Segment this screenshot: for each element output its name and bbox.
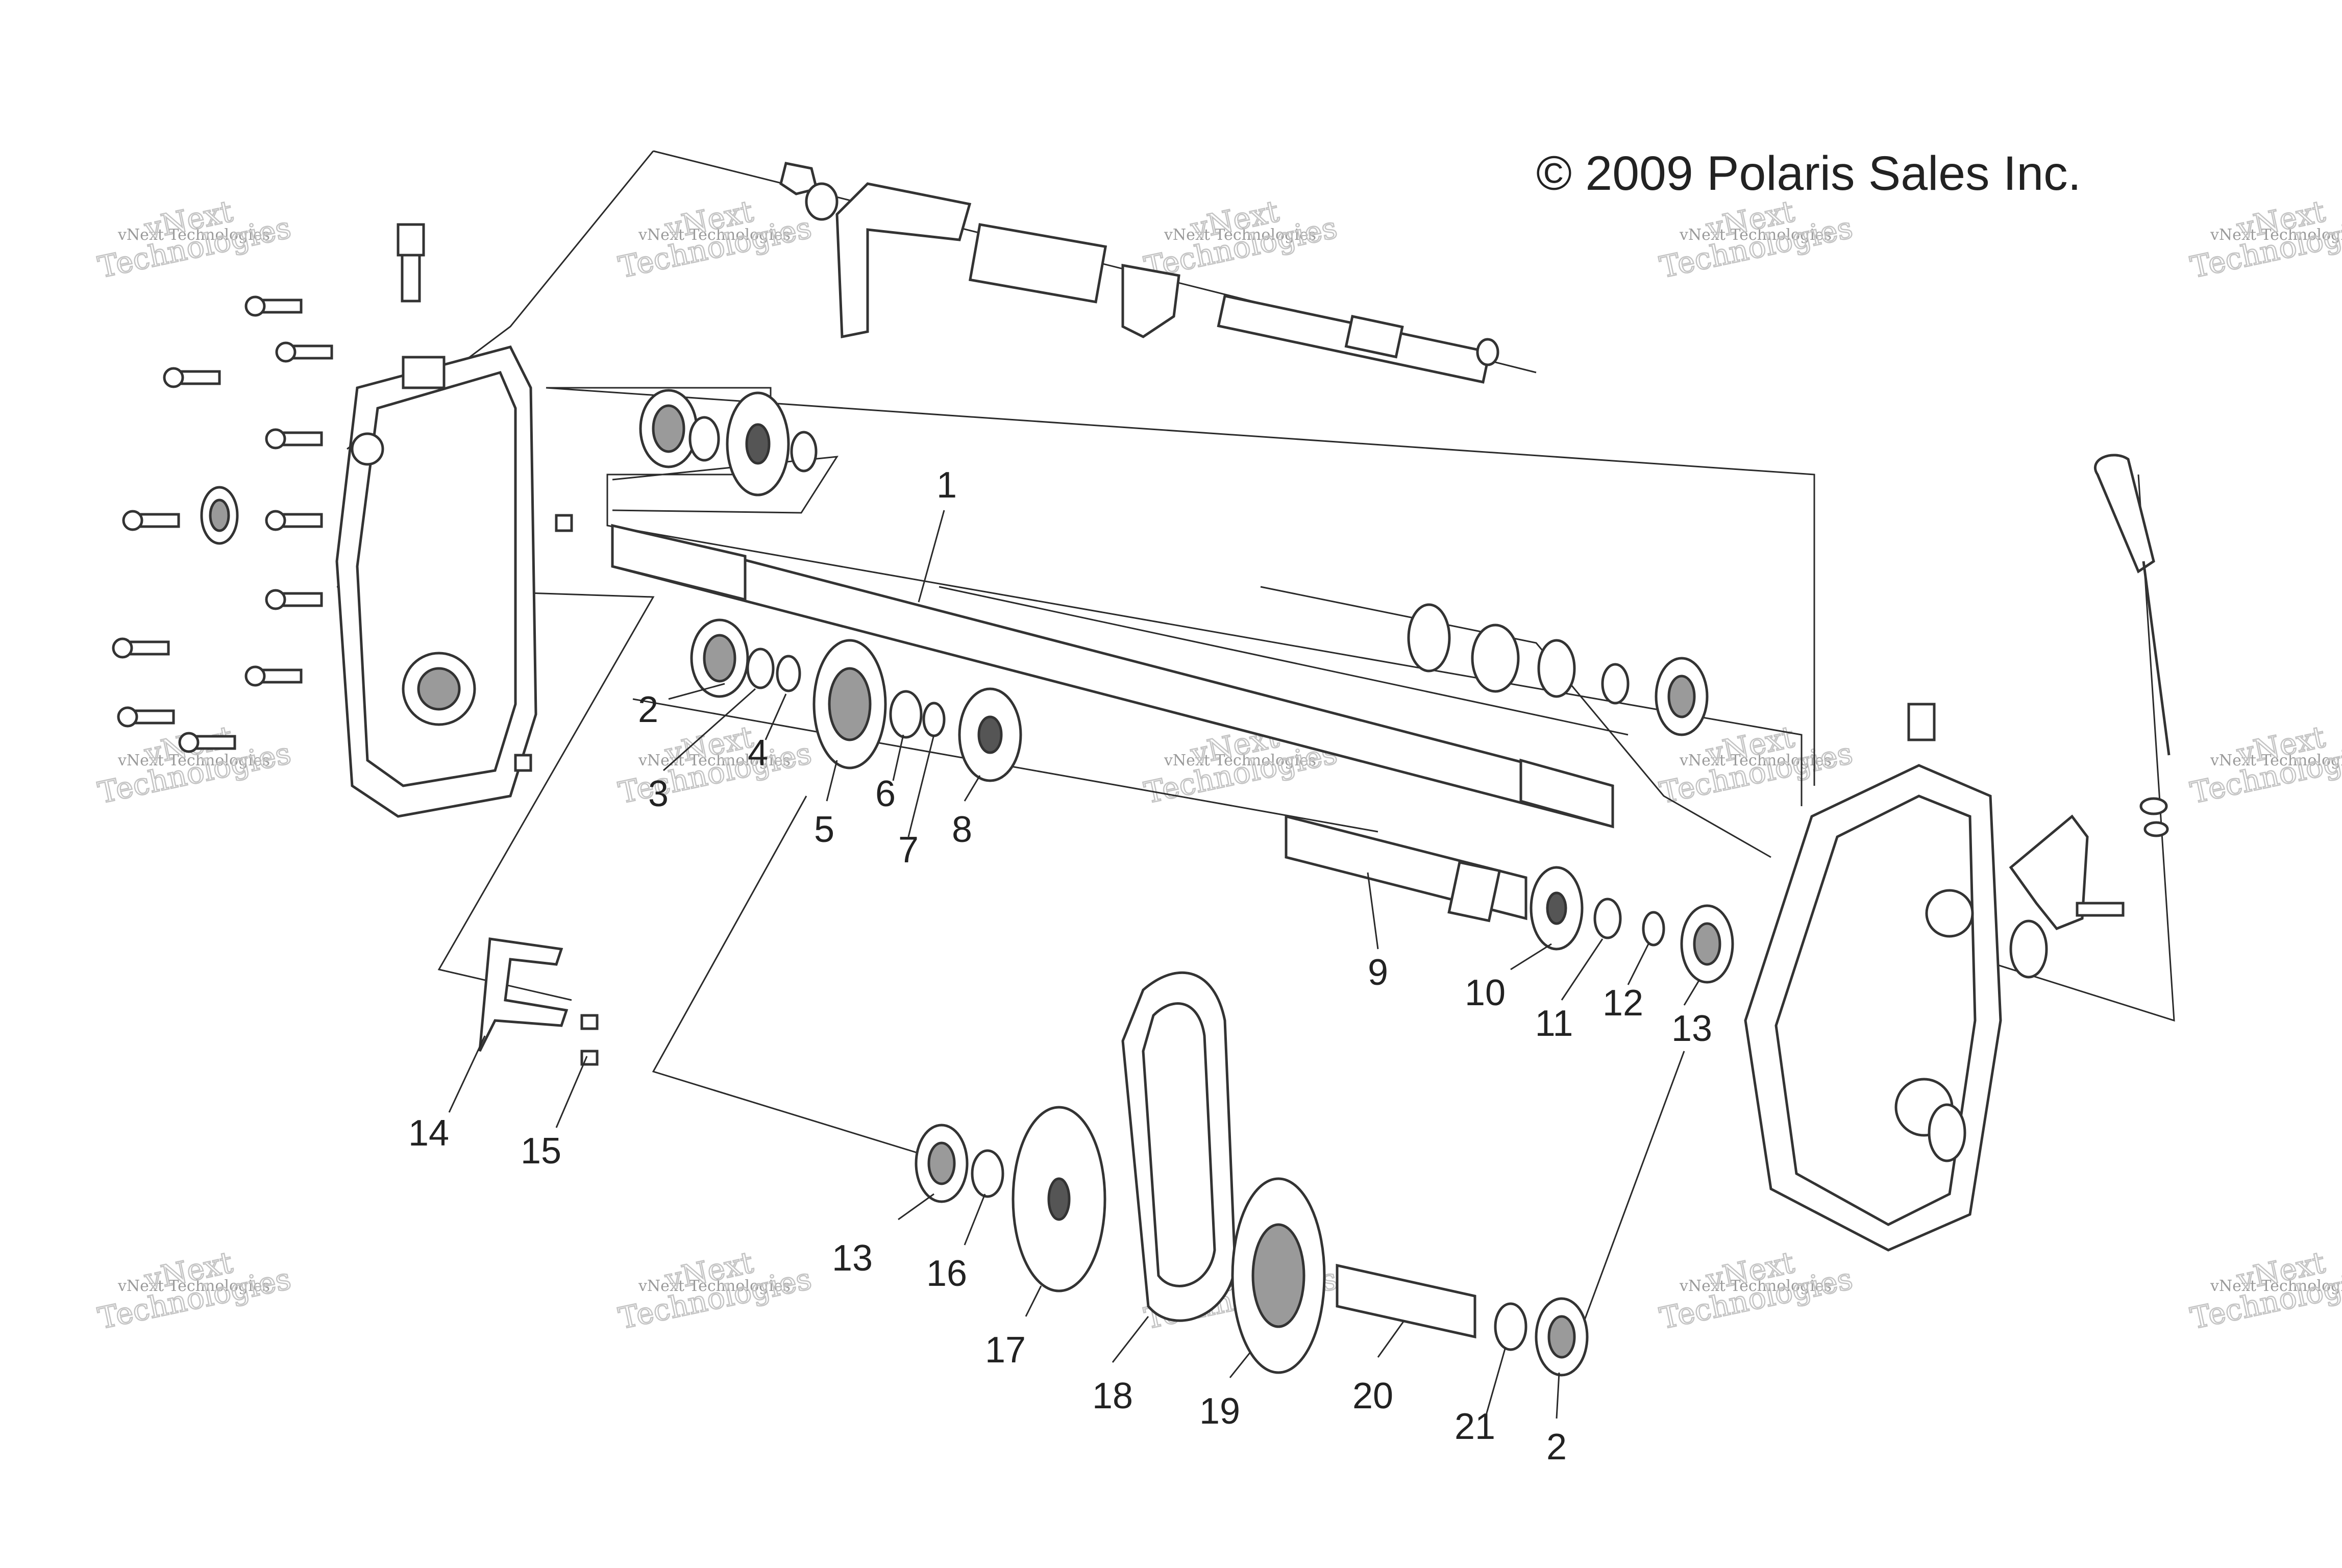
right-small-parts bbox=[1928, 454, 2171, 1162]
watermark-small-text: vNext Technologies bbox=[1164, 752, 1316, 769]
callout-label-3: 3 bbox=[648, 774, 669, 814]
upper-right-gear-stack bbox=[1407, 603, 1709, 736]
callout-label-13: 13 bbox=[832, 1238, 873, 1279]
callout-label-10: 10 bbox=[1465, 973, 1506, 1013]
watermark-small-text: vNext Technologies bbox=[1679, 226, 1832, 244]
callout-label-6: 6 bbox=[875, 774, 896, 814]
watermark-small-text: vNext Technologies bbox=[2210, 1277, 2342, 1295]
shaft-9-stack bbox=[1285, 814, 1734, 984]
callout-label-14: 14 bbox=[408, 1113, 449, 1154]
watermark-small-text: vNext Technologies bbox=[1679, 1277, 1832, 1295]
callout-label-20: 20 bbox=[1352, 1376, 1393, 1416]
callout-label-4: 4 bbox=[748, 733, 768, 774]
watermark-small-text: vNext Technologies bbox=[638, 752, 791, 769]
watermark-small-text: vNext Technologies bbox=[2210, 752, 2342, 769]
callout-label-11: 11 bbox=[1535, 1003, 1573, 1044]
watermark-small-text: vNext Technologies bbox=[1679, 752, 1832, 769]
right-case-housing bbox=[1744, 703, 2002, 1252]
callout-label-18: 18 bbox=[1092, 1376, 1133, 1416]
left-case-housing bbox=[335, 345, 537, 818]
shaft-1 bbox=[611, 524, 1614, 829]
oil-seal-left bbox=[200, 486, 239, 545]
watermark-small-text: vNext Technologies bbox=[117, 1277, 270, 1295]
callout-label-9: 9 bbox=[1368, 952, 1388, 993]
callout-label-17: 17 bbox=[985, 1330, 1026, 1371]
callout-label-5: 5 bbox=[814, 809, 834, 850]
upper-gear-stack bbox=[639, 389, 818, 496]
callout-label-21: 21 bbox=[1454, 1406, 1495, 1447]
callout-label-8: 8 bbox=[952, 809, 972, 850]
callout-leaders bbox=[448, 510, 1700, 1419]
shift-fork-assembly bbox=[779, 162, 1499, 384]
case-bolts bbox=[112, 223, 573, 772]
callout-label-15: 15 bbox=[521, 1131, 561, 1172]
watermark-small-text: vNext Technologies bbox=[1164, 226, 1316, 244]
watermark-small-text: vNext Technologies bbox=[117, 226, 270, 244]
callout-label-1: 1 bbox=[936, 465, 957, 506]
watermark-small-text: vNext Technologies bbox=[2210, 226, 2342, 244]
callout-label-2: 2 bbox=[638, 689, 658, 730]
callout-label-7: 7 bbox=[898, 830, 919, 870]
callout-label-16: 16 bbox=[926, 1253, 967, 1294]
callout-label-2: 2 bbox=[1546, 1427, 1567, 1467]
callout-label-12: 12 bbox=[1603, 983, 1643, 1024]
watermark-small-text: vNext Technologies bbox=[638, 1277, 791, 1295]
mid-gear-stack bbox=[690, 618, 1022, 782]
shift-fork-14 bbox=[478, 937, 599, 1066]
callout-label-13: 13 bbox=[1671, 1008, 1712, 1049]
callout-label-19: 19 bbox=[1199, 1391, 1240, 1432]
lower-gear-stack bbox=[915, 971, 1589, 1377]
watermark-small-text: vNext Technologies bbox=[638, 226, 791, 244]
copyright-text: © 2009 Polaris Sales Inc. bbox=[1536, 146, 2081, 201]
watermark-small-text: vNext Technologies bbox=[117, 752, 270, 769]
